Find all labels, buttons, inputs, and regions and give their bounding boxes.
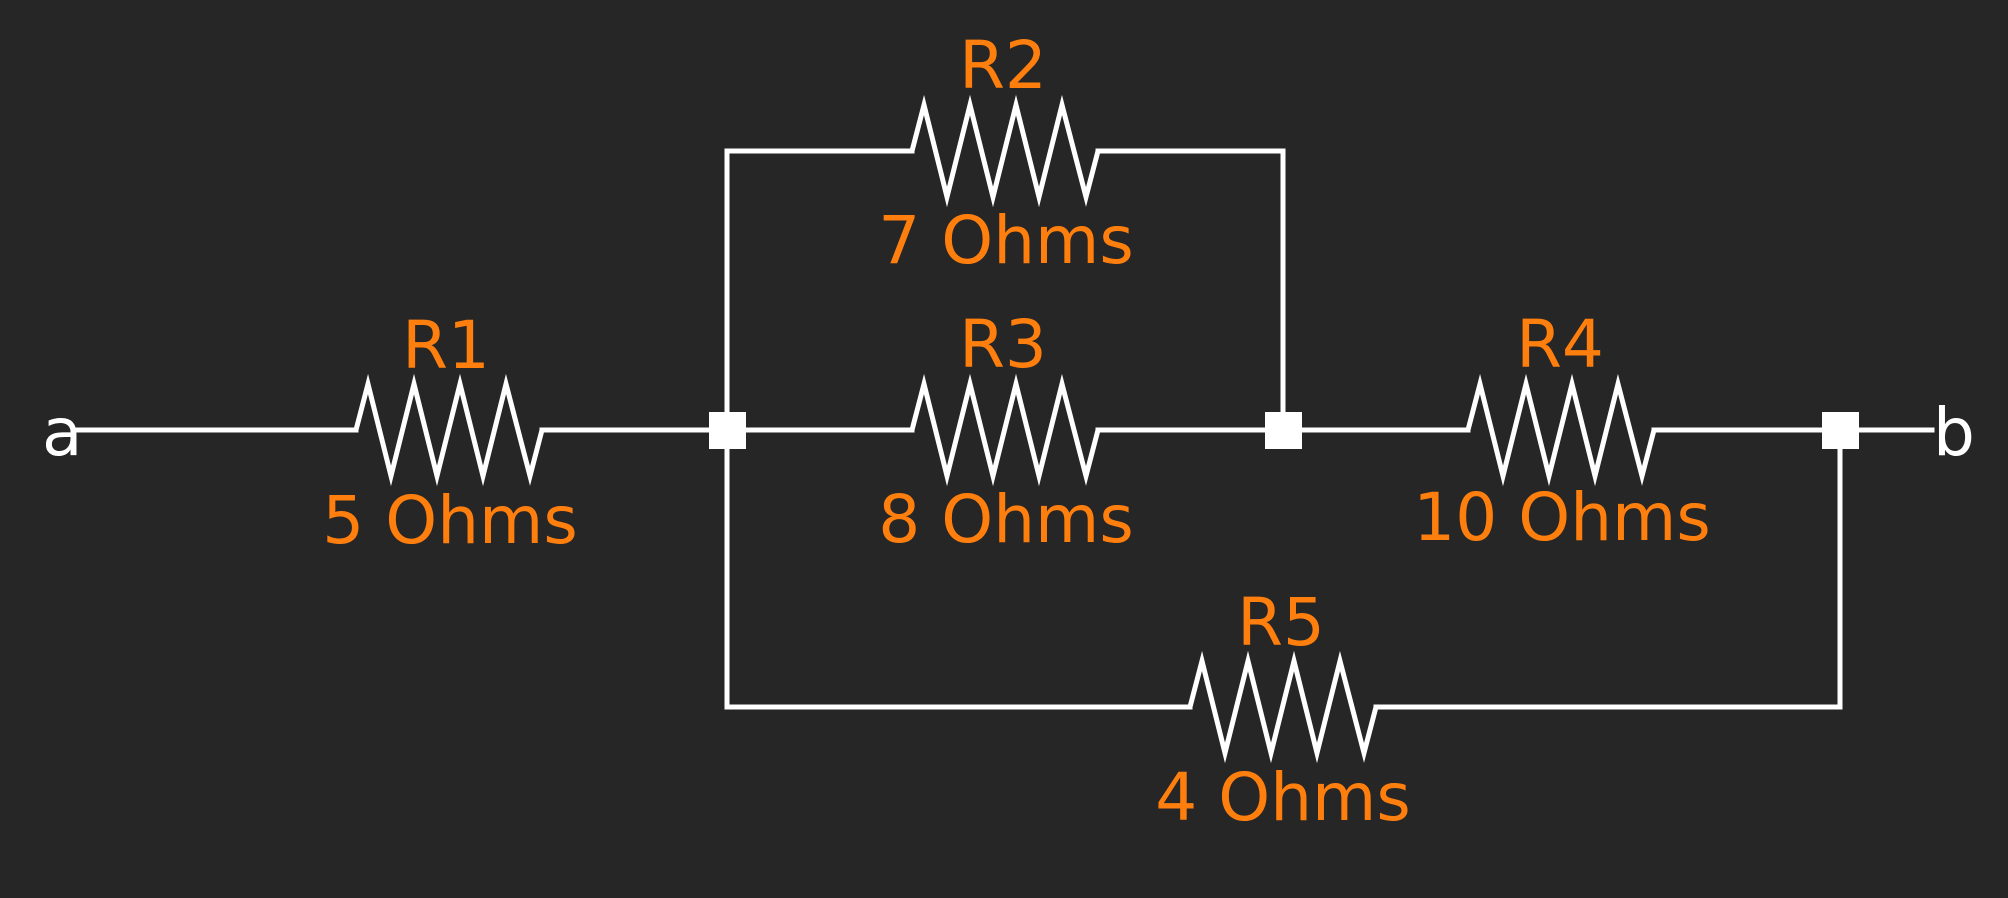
resistor-r4-value: 10 Ohms — [1413, 479, 1710, 556]
terminal-a-label: a — [42, 394, 82, 471]
terminal-b-label: b — [1933, 394, 1975, 471]
resistor-r1-value: 5 Ohms — [322, 482, 577, 559]
wire-top-branch-right — [1095, 148, 1286, 433]
resistors — [353, 94, 1657, 764]
resistor-r5-value: 4 Ohms — [1155, 759, 1410, 836]
resistor-r5-symbol[interactable] — [1187, 650, 1379, 764]
resistor-r2-name: R2 — [959, 27, 1047, 104]
resistor-r4-name: R4 — [1516, 306, 1604, 383]
junction-node-1 — [709, 412, 746, 449]
wire-bottom-branch-right — [1373, 427, 1843, 710]
resistor-r5-name: R5 — [1237, 584, 1325, 661]
resistor-r4-symbol[interactable] — [1465, 373, 1657, 487]
resistor-r3-name: R3 — [959, 306, 1047, 383]
wire-top-branch-left — [724, 148, 915, 433]
resistor-r2-value: 7 Ohms — [878, 202, 1133, 279]
junction-node-3 — [1822, 412, 1859, 449]
resistor-r3-value: 8 Ohms — [878, 481, 1133, 558]
wire-bottom-branch-left — [724, 427, 1193, 710]
junctions — [709, 412, 1859, 449]
resistor-r1-name: R1 — [402, 307, 490, 384]
resistor-r1-symbol[interactable] — [353, 373, 545, 487]
resistor-r3-symbol[interactable] — [909, 373, 1101, 487]
resistor-r2-symbol[interactable] — [909, 94, 1101, 208]
junction-node-2 — [1265, 412, 1302, 449]
wires — [75, 148, 1935, 710]
